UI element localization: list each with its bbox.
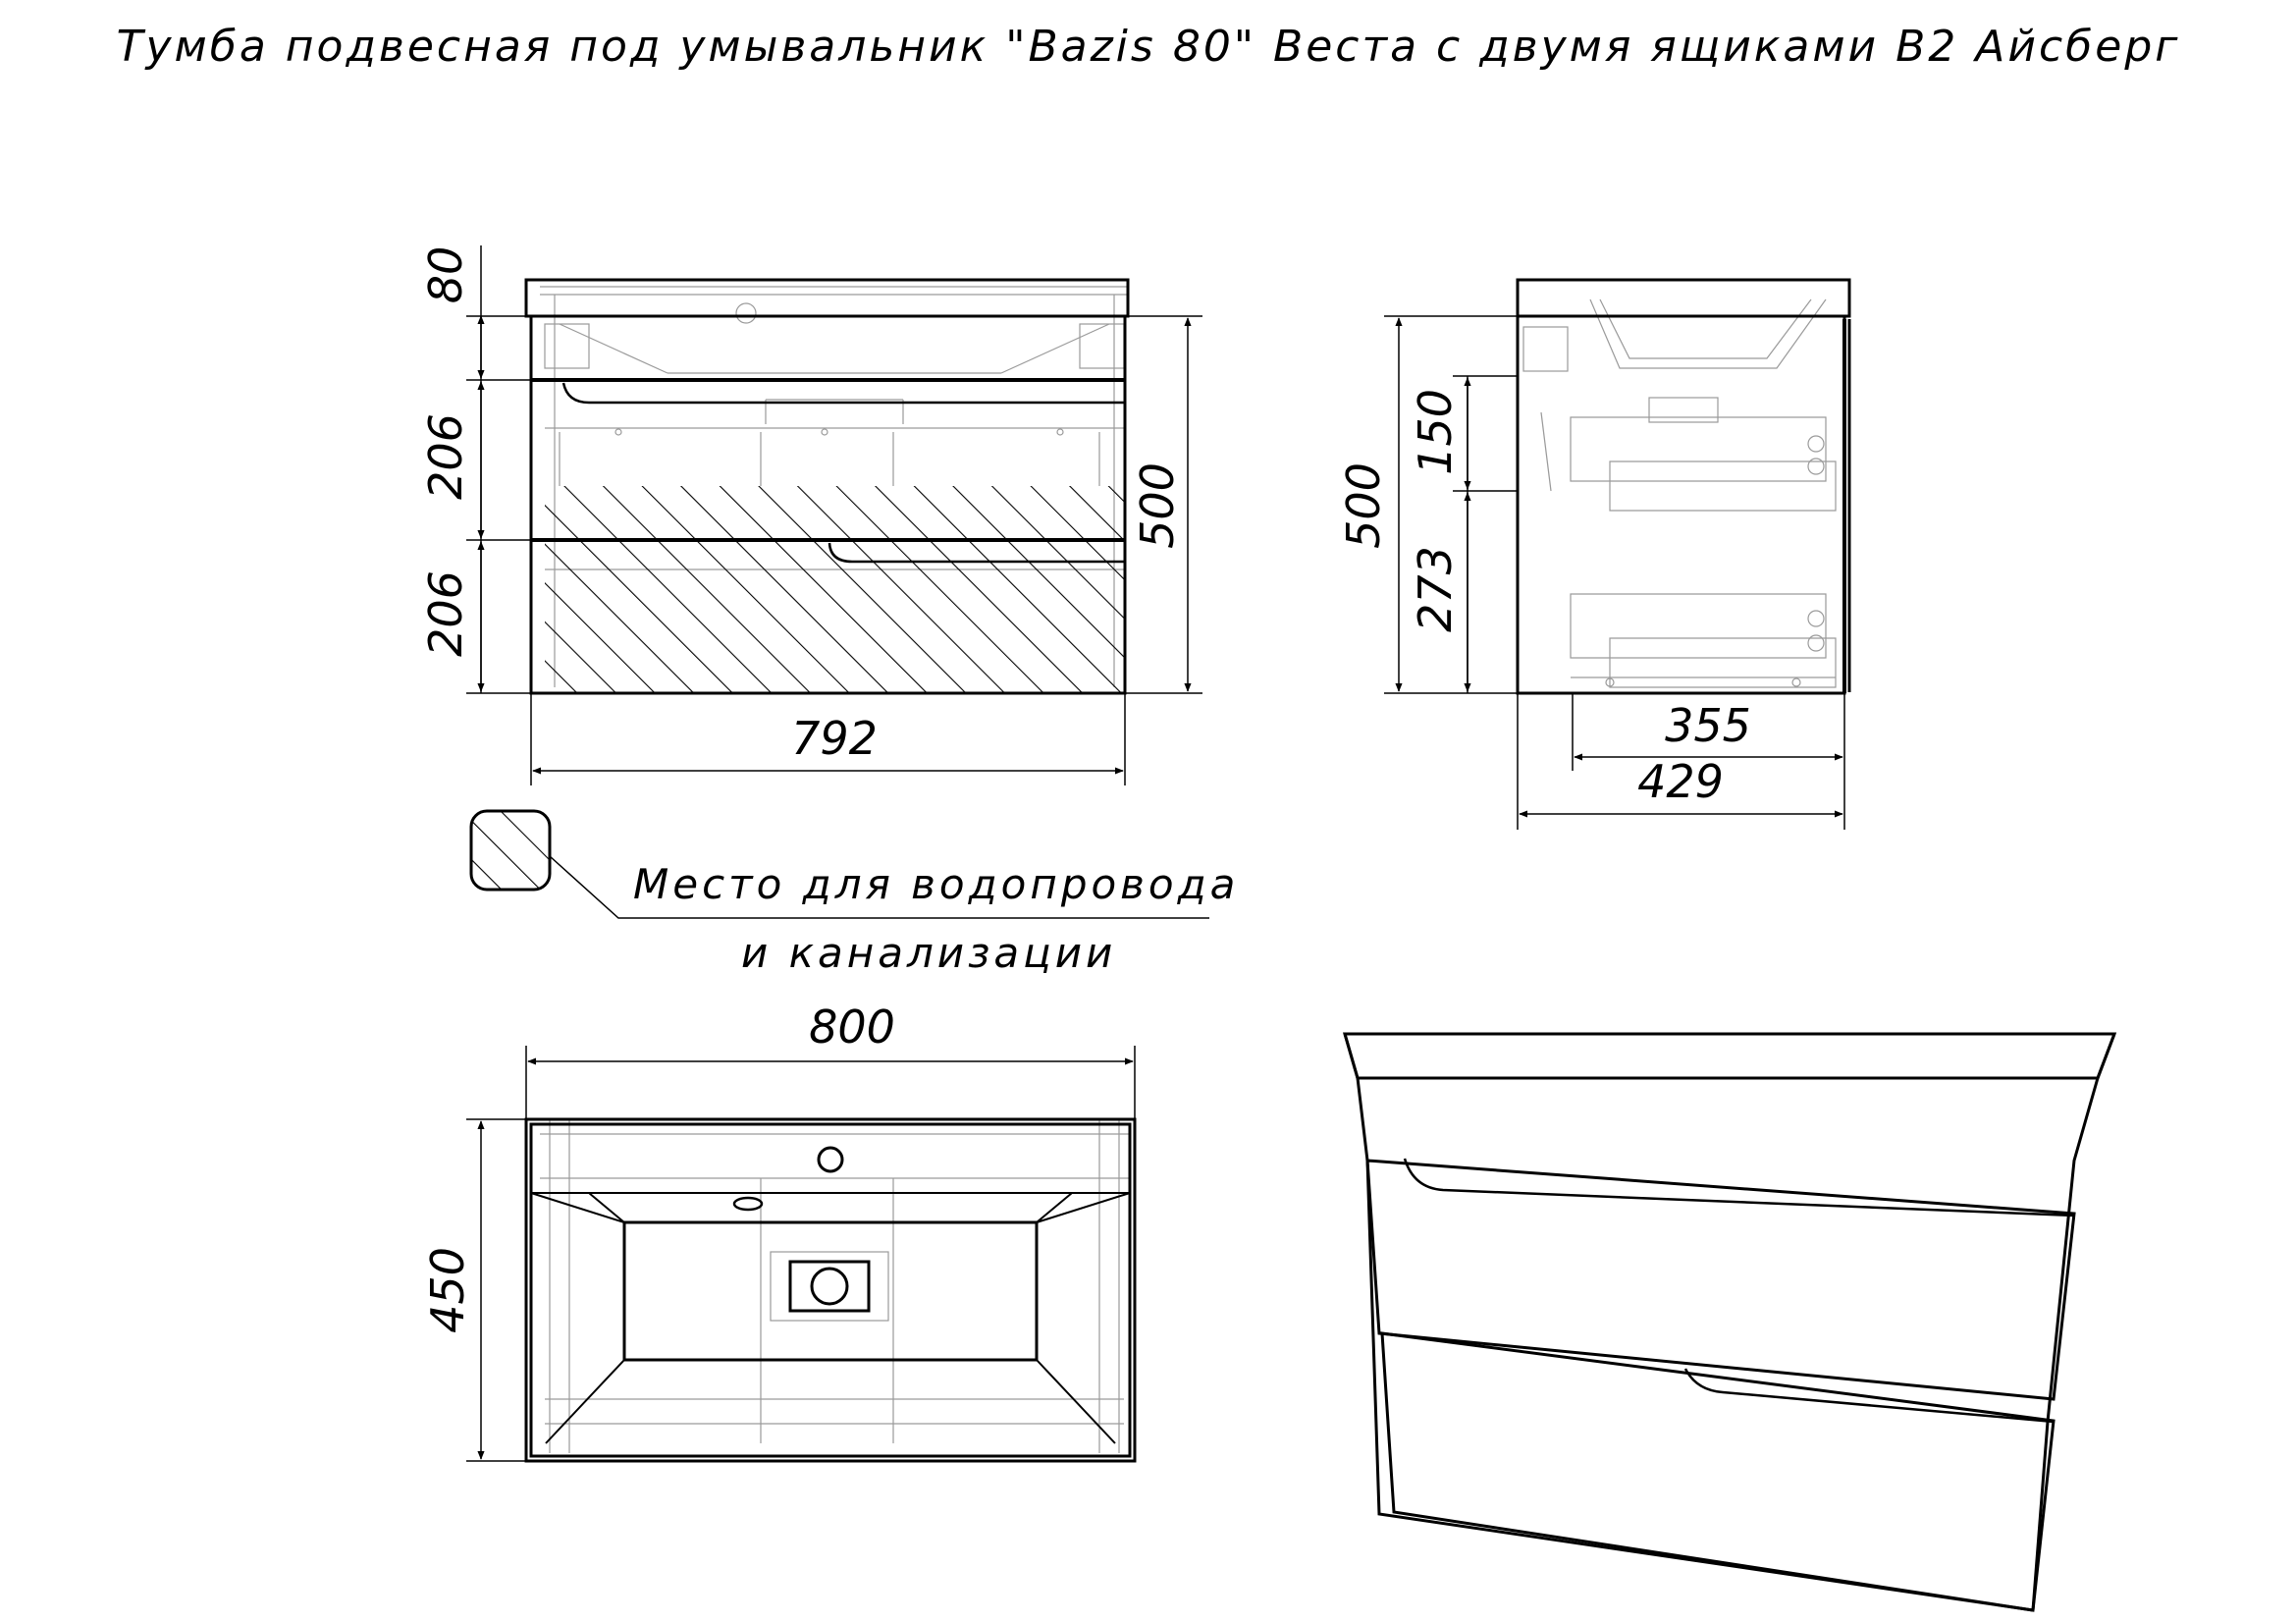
legend-leader-line	[549, 855, 1209, 919]
drain-hole	[810, 1267, 849, 1306]
iso-body-left	[1356, 1077, 2034, 1612]
top-internal-lines	[540, 1119, 1129, 1453]
front-view: 80 206 206 500 792	[419, 245, 1202, 785]
dim-side-height: 500	[1337, 462, 1390, 549]
basin-bowl	[622, 1220, 1039, 1362]
dim-drawer-top: 206	[419, 413, 472, 500]
cabinet-body	[529, 314, 1127, 695]
utility-legend: Место для водопровода и канализации	[469, 809, 1239, 977]
dim-side-upper: 150	[1409, 389, 1462, 475]
isometric-view	[1343, 1032, 2117, 1612]
dim-side-depth: 429	[1637, 755, 1724, 808]
faucet-hole	[817, 1146, 844, 1173]
top-view: 800 450	[421, 1001, 1137, 1463]
drawing-title: Тумба подвесная под умывальник "Bazis 80…	[117, 22, 2181, 72]
dim-top-width: 800	[809, 1001, 895, 1054]
overflow-hole	[732, 1196, 764, 1212]
drawer-bottom-handle	[828, 542, 1125, 564]
dim-top-depth: 450	[421, 1247, 474, 1333]
iso-basin-edges	[1343, 1033, 2116, 1079]
iso-handle-bottom	[1683, 1368, 2055, 1424]
side-basin-top	[1516, 278, 1851, 318]
dim-front-width: 792	[791, 712, 878, 765]
basin-slope-top	[530, 1192, 1131, 1223]
iso-drawer-bottom	[1380, 1331, 2056, 1612]
iso-drawer-top	[1365, 1159, 2076, 1401]
front-dimensions: 80 206 206 500 792	[419, 245, 1202, 785]
legend-line-2: и канализации	[741, 929, 1116, 977]
utility-hatch-area	[545, 486, 1124, 692]
drawer-top-handle	[561, 382, 1125, 405]
top-outline	[524, 1117, 1137, 1463]
basin-slope-bottom	[545, 1359, 1116, 1444]
side-body	[1516, 314, 1846, 695]
drain-box	[788, 1260, 871, 1313]
top-inner-outline	[529, 1122, 1132, 1458]
legend-hatch-swatch	[469, 809, 552, 892]
iso-basin-top	[1343, 1032, 2117, 1080]
dim-front-height: 500	[1131, 462, 1184, 549]
dim-basin-height: 80	[419, 246, 472, 304]
top-dimensions: 800 450	[421, 1001, 1136, 1462]
legend-line-1: Место для водопровода	[633, 860, 1239, 908]
iso-handle-top	[1403, 1158, 2075, 1217]
side-internal-lines	[1522, 298, 1837, 688]
side-dimensions: 500 150 273 355 429	[1337, 315, 1845, 830]
iso-body-right	[2031, 1077, 2100, 1611]
dim-side-lower: 273	[1409, 546, 1462, 632]
dim-drawer-bottom: 206	[419, 570, 472, 657]
basin-top	[524, 278, 1130, 318]
dim-side-depth-inner: 355	[1665, 699, 1751, 752]
side-view: 500 150 273 355 429	[1337, 278, 1851, 830]
